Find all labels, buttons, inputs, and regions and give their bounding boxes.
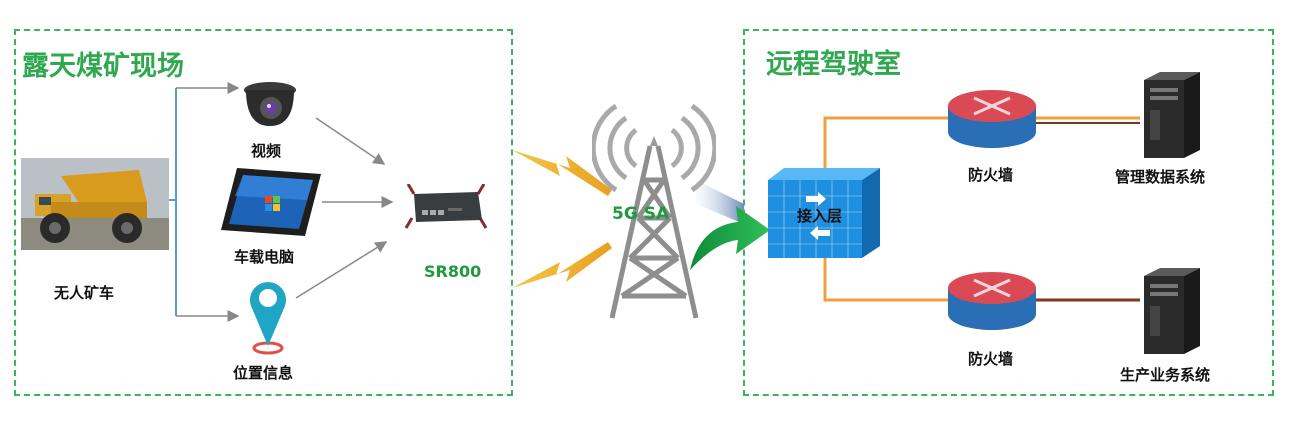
switch-firewall-links	[823, 116, 948, 302]
server-bottom-device	[1140, 266, 1206, 356]
firewall-top-device	[946, 84, 1038, 152]
firewall-top-label: 防火墙	[968, 166, 1014, 184]
server-top-device	[1140, 70, 1206, 160]
truck-bracket	[168, 88, 177, 316]
signal-bolt-bottom	[512, 242, 612, 288]
arrow-location-router	[295, 241, 388, 299]
tower-device	[590, 100, 718, 322]
arrow-camera-router	[315, 117, 386, 165]
firewall-server-links	[1036, 116, 1140, 302]
camera-label: 视频	[251, 142, 282, 160]
location-device	[245, 276, 291, 358]
tablet-device	[219, 166, 323, 240]
server-tower-icon	[1144, 268, 1200, 354]
cell-tower-icon	[590, 103, 718, 319]
truck-label: 无人矿车	[54, 284, 115, 302]
tablet-label: 车载电脑	[234, 248, 295, 266]
firewall-bottom-device	[946, 266, 1038, 334]
uplink-cone	[696, 180, 744, 224]
router-device	[404, 183, 488, 230]
camera-device	[240, 76, 300, 132]
camera-icon	[244, 82, 296, 126]
truck-photo	[21, 158, 169, 250]
firewall-router-icon	[948, 90, 1036, 148]
tablet-icon	[221, 168, 321, 236]
site-region-title: 露天煤矿现场	[22, 51, 184, 82]
location-label: 位置信息	[233, 364, 294, 382]
tower-label: 5G SA	[612, 204, 670, 224]
site-region	[14, 29, 513, 396]
server-bottom-label: 生产业务系统	[1120, 366, 1211, 384]
switch-icon	[768, 168, 880, 258]
signal-bolt-top	[512, 150, 612, 196]
server-top-label: 管理数据系统	[1115, 168, 1206, 186]
router-label: SR800	[424, 262, 482, 281]
router-icon	[404, 183, 488, 229]
uplink-arrow	[690, 206, 770, 270]
firewall-router-icon	[948, 272, 1036, 330]
truck-icon	[21, 158, 169, 250]
server-tower-icon	[1144, 72, 1200, 158]
access-switch-device	[766, 166, 884, 260]
firewall-bottom-label: 防火墙	[968, 350, 1014, 368]
location-pin-icon	[250, 282, 286, 355]
access-switch-label: 接入层	[797, 207, 843, 225]
control-room-title: 远程驾驶室	[766, 49, 901, 80]
